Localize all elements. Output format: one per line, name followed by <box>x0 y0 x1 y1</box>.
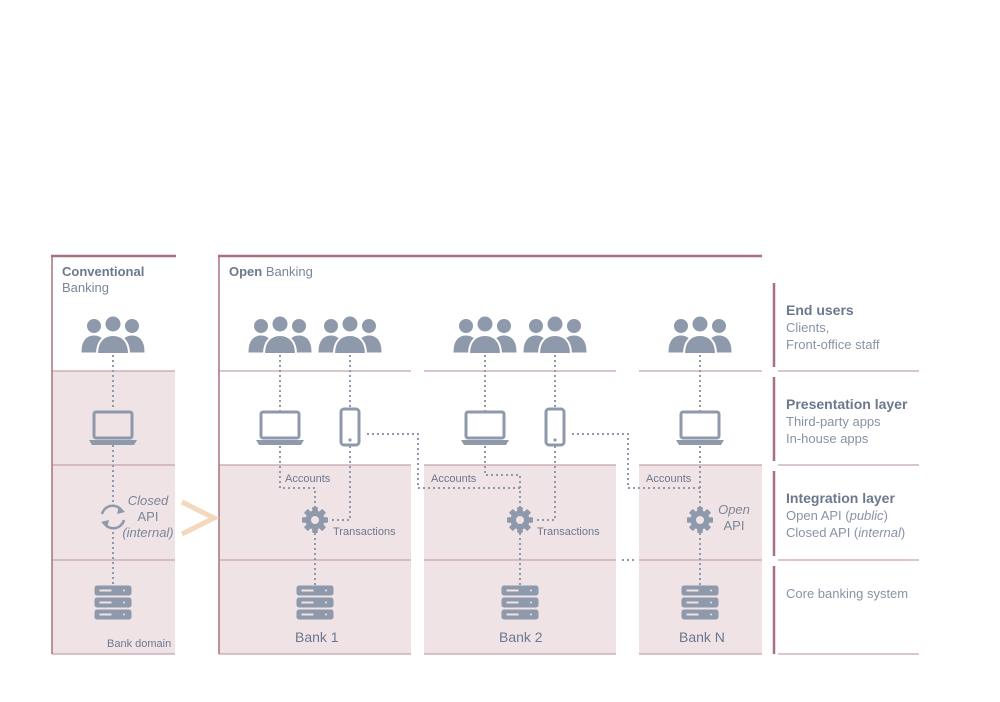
conventional-title: Conventional Banking <box>62 264 144 296</box>
accounts-label-1: Accounts <box>285 473 331 485</box>
transition-arrow-icon <box>180 499 220 537</box>
conventional-title-rest: Banking <box>62 280 109 295</box>
closed-api-line2: API <box>137 509 159 524</box>
section-frames <box>51 254 776 654</box>
open-title-bold: Open <box>229 264 263 279</box>
laptop-icon-bankn <box>674 410 726 447</box>
phone-icon-bank1 <box>339 407 361 447</box>
open-title-rest: Banking <box>265 264 313 279</box>
legend-end-users-line2: Front-office staff <box>786 337 880 352</box>
gear-icon-bank2 <box>506 506 534 534</box>
connectors <box>112 355 701 585</box>
users-icon-conventional <box>81 314 145 355</box>
server-icon-bankn <box>681 585 719 620</box>
bank-1-label: Bank 1 <box>295 629 339 645</box>
legend-core: Core banking system <box>786 585 908 602</box>
legend-integration: Integration layer Open API (public) Clos… <box>786 490 905 541</box>
closed-api-label: Closed API (internal) <box>118 493 178 541</box>
open-api-label: Open API <box>712 502 756 534</box>
users-icon-bank2-b <box>523 314 587 355</box>
laptop-icon-bank1 <box>254 410 306 447</box>
server-icon-conventional <box>94 585 132 620</box>
legend-integration-line1-a: Open API ( <box>786 508 850 523</box>
closed-api-line3: (internal) <box>122 525 174 540</box>
legend-end-users-line1: Clients, <box>786 320 830 335</box>
transactions-label-1: Transactions <box>333 526 396 538</box>
gear-icon-bank1 <box>301 506 329 534</box>
legend-integration-title: Integration layer <box>786 490 895 506</box>
closed-api-line1: Closed <box>127 493 169 508</box>
open-banking-title: Open Banking <box>229 264 313 280</box>
legend-core-title: Core banking system <box>786 586 909 601</box>
legend-presentation-line2: In-house apps <box>786 431 869 446</box>
bank-n-label: Bank N <box>679 629 725 645</box>
legend-integration-line1-b: ) <box>883 508 888 523</box>
open-api-line2: API <box>723 518 745 533</box>
legend-end-users: End users Clients, Front-office staff <box>786 302 879 353</box>
bank-2-label: Bank 2 <box>499 629 543 645</box>
conventional-title-bold: Conventional <box>62 264 145 279</box>
open-api-line1: Open <box>718 502 750 517</box>
users-icon-bank1-a <box>248 314 312 355</box>
users-icon-bank2-a <box>453 314 517 355</box>
legend-integration-line2-a: Closed API ( <box>786 525 859 540</box>
accounts-label-3: Accounts <box>646 473 692 485</box>
accounts-label-2: Accounts <box>431 473 477 485</box>
server-icon-bank1 <box>296 585 334 620</box>
gear-icon-bankn <box>686 506 714 534</box>
phone-icon-bank2 <box>544 407 566 447</box>
legend-integration-line1: Open API (public) <box>786 508 888 523</box>
legend-presentation: Presentation layer Third-party apps In-h… <box>786 396 907 447</box>
users-icon-bankn <box>668 314 732 355</box>
legend-presentation-line1: Third-party apps <box>786 414 881 429</box>
legend-integration-line2-italic: internal <box>858 525 901 540</box>
legend-integration-line1-italic: public <box>849 508 884 523</box>
transactions-label-2: Transactions <box>537 526 600 538</box>
bank-domain-label: Bank domain <box>107 638 172 650</box>
laptop-icon-bank2 <box>459 410 511 447</box>
legend-integration-line2: Closed API (internal) <box>786 525 905 540</box>
legend-end-users-title: End users <box>786 302 854 318</box>
server-icon-bank2 <box>501 585 539 620</box>
legend-integration-line2-b: ) <box>900 525 906 540</box>
users-icon-bank1-b <box>318 314 382 355</box>
legend-presentation-title: Presentation layer <box>786 396 908 412</box>
